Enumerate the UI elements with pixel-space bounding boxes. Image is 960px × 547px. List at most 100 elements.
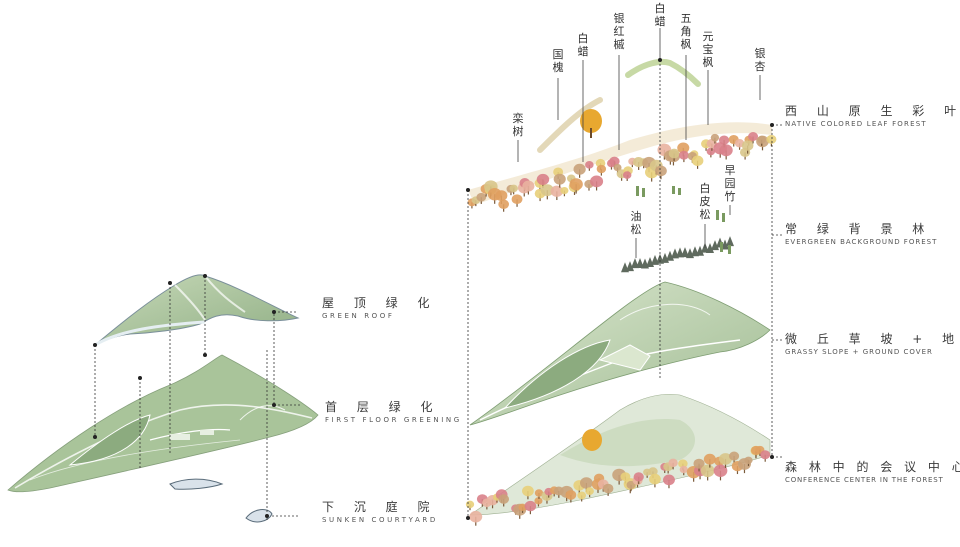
tree-canopy <box>580 477 593 489</box>
tree-canopy <box>729 451 740 461</box>
left-connector-lines <box>94 276 302 520</box>
tree-canopy <box>626 480 636 489</box>
tree-canopy <box>719 144 733 157</box>
tree-canopy <box>678 459 688 468</box>
first-floor-greening-layer <box>7 354 319 493</box>
label-native-forest-en: NATIVE COLORED LEAF FOREST <box>785 120 927 128</box>
tree-canopy <box>693 458 705 469</box>
tree-canopy <box>613 163 622 172</box>
tree-canopy <box>760 450 771 460</box>
label-sunken-courtyard-en: SUNKEN COURTYARD <box>322 516 438 524</box>
tree-canopy <box>522 485 534 497</box>
tree-label-yinxing: 银杏 <box>754 47 766 73</box>
tree-canopy <box>649 473 661 485</box>
evergreen-tree <box>726 236 734 247</box>
tree-canopy <box>573 163 586 175</box>
tree-canopy <box>522 180 535 192</box>
label-sunken-courtyard: 下 沉 庭 院 SUNKEN COURTYARD <box>322 500 438 525</box>
right-connector-lines <box>467 60 782 518</box>
tree-canopy <box>668 148 680 159</box>
tree-label-luanshu: 栾树 <box>512 112 524 138</box>
tree-label-guohuai: 国槐 <box>552 48 564 74</box>
tree-canopy <box>679 465 688 474</box>
tree-canopy <box>524 500 537 512</box>
tree-canopy <box>596 164 607 174</box>
tree-canopy <box>710 133 720 142</box>
tree-canopy <box>511 194 523 205</box>
native-colored-leaf-forest-layer <box>467 58 777 212</box>
tree-canopy <box>518 503 527 511</box>
evergreen-tree <box>636 257 644 268</box>
tree-canopy <box>569 178 583 191</box>
label-grassy-slope-zh: 微 丘 草 坡 + 地 被 <box>785 332 960 346</box>
label-green-roof: 屋 顶 绿 化 GREEN ROOF <box>322 296 437 321</box>
tree-canopy <box>585 487 594 495</box>
label-first-floor-en: FIRST FLOOR GREENING <box>325 416 462 424</box>
tree-label-baipisong: 白皮松 <box>699 182 711 221</box>
tree-canopy <box>766 134 777 144</box>
tree-canopy <box>703 453 716 465</box>
tree-canopy <box>590 175 604 188</box>
tree-canopy <box>622 171 632 179</box>
tree-canopy <box>565 490 577 500</box>
left-connector-dots <box>93 274 276 518</box>
label-grassy-slope: 微 丘 草 坡 + 地 被 GRASSY SLOPE + GROUND COVE… <box>785 332 960 357</box>
tree-canopy <box>757 135 767 144</box>
tree-canopy <box>553 173 566 185</box>
label-native-forest-zh: 西 山 原 生 彩 叶 林 <box>785 104 960 118</box>
tree-label-yuanbaofeng: 元宝枫 <box>702 30 714 69</box>
label-green-roof-zh: 屋 顶 绿 化 <box>322 296 438 310</box>
label-evergreen-en: EVERGREEN BACKGROUND FOREST <box>785 238 938 246</box>
tree-canopy <box>540 184 554 197</box>
tree-canopy <box>663 474 675 486</box>
tree-label-baila-1: 白蜡 <box>577 32 589 58</box>
evergreen-tree <box>706 243 714 254</box>
tree-canopy <box>495 190 508 202</box>
tree-canopy <box>560 186 569 195</box>
tree-canopy <box>602 483 614 494</box>
label-evergreen-background-forest: 常 绿 背 景 林 EVERGREEN BACKGROUND FOREST <box>785 222 937 247</box>
tree-canopy <box>748 132 759 141</box>
tree-canopy <box>550 185 564 197</box>
tree-canopy <box>534 489 544 497</box>
label-grassy-slope-en: GRASSY SLOPE + GROUND COVER <box>785 348 933 356</box>
tree-label-yinhongqi: 银红槭 <box>613 12 625 51</box>
label-evergreen-zh: 常 绿 背 景 林 <box>785 222 933 236</box>
tree-label-wujiaofeng: 五角枫 <box>680 12 692 51</box>
tree-canopy <box>498 494 510 504</box>
tree-canopy <box>741 140 754 151</box>
evergreen-tree <box>696 245 704 256</box>
tree-canopy <box>534 497 543 505</box>
tree-canopy <box>655 165 667 177</box>
tree-canopy <box>476 192 487 202</box>
tree-canopy <box>577 491 587 500</box>
tree-canopy <box>609 156 620 166</box>
tree-callout-lines <box>517 28 761 258</box>
label-green-roof-en: GREEN ROOF <box>322 312 395 320</box>
tree-canopy <box>713 464 728 477</box>
grassy-slope-layer <box>469 281 771 426</box>
tree-canopy <box>678 150 689 160</box>
evergreen-background-forest-layer <box>621 186 734 273</box>
tree-canopy <box>536 173 550 186</box>
tree-canopy <box>469 510 483 523</box>
sunken-courtyard-layer <box>169 478 273 523</box>
tree-canopy <box>719 453 733 465</box>
tree-canopy <box>498 199 509 210</box>
tree-canopy <box>744 456 753 465</box>
evergreen-tree <box>626 261 634 272</box>
evergreen-tree <box>681 247 689 258</box>
evergreen-tree <box>711 240 719 251</box>
tree-canopy <box>585 161 594 169</box>
green-roof-layer <box>94 274 300 347</box>
tree-canopy <box>509 184 518 193</box>
tree-canopy <box>465 500 475 509</box>
tree-label-zaoyuanzhu: 早园竹 <box>724 164 736 203</box>
label-first-floor-zh: 首 层 绿 化 <box>325 400 441 414</box>
tree-label-yousong: 油松 <box>630 210 642 236</box>
tree-canopy <box>706 147 716 156</box>
tree-canopy <box>677 142 690 154</box>
tree-canopy <box>691 155 704 166</box>
conference-center-layer <box>465 394 771 526</box>
